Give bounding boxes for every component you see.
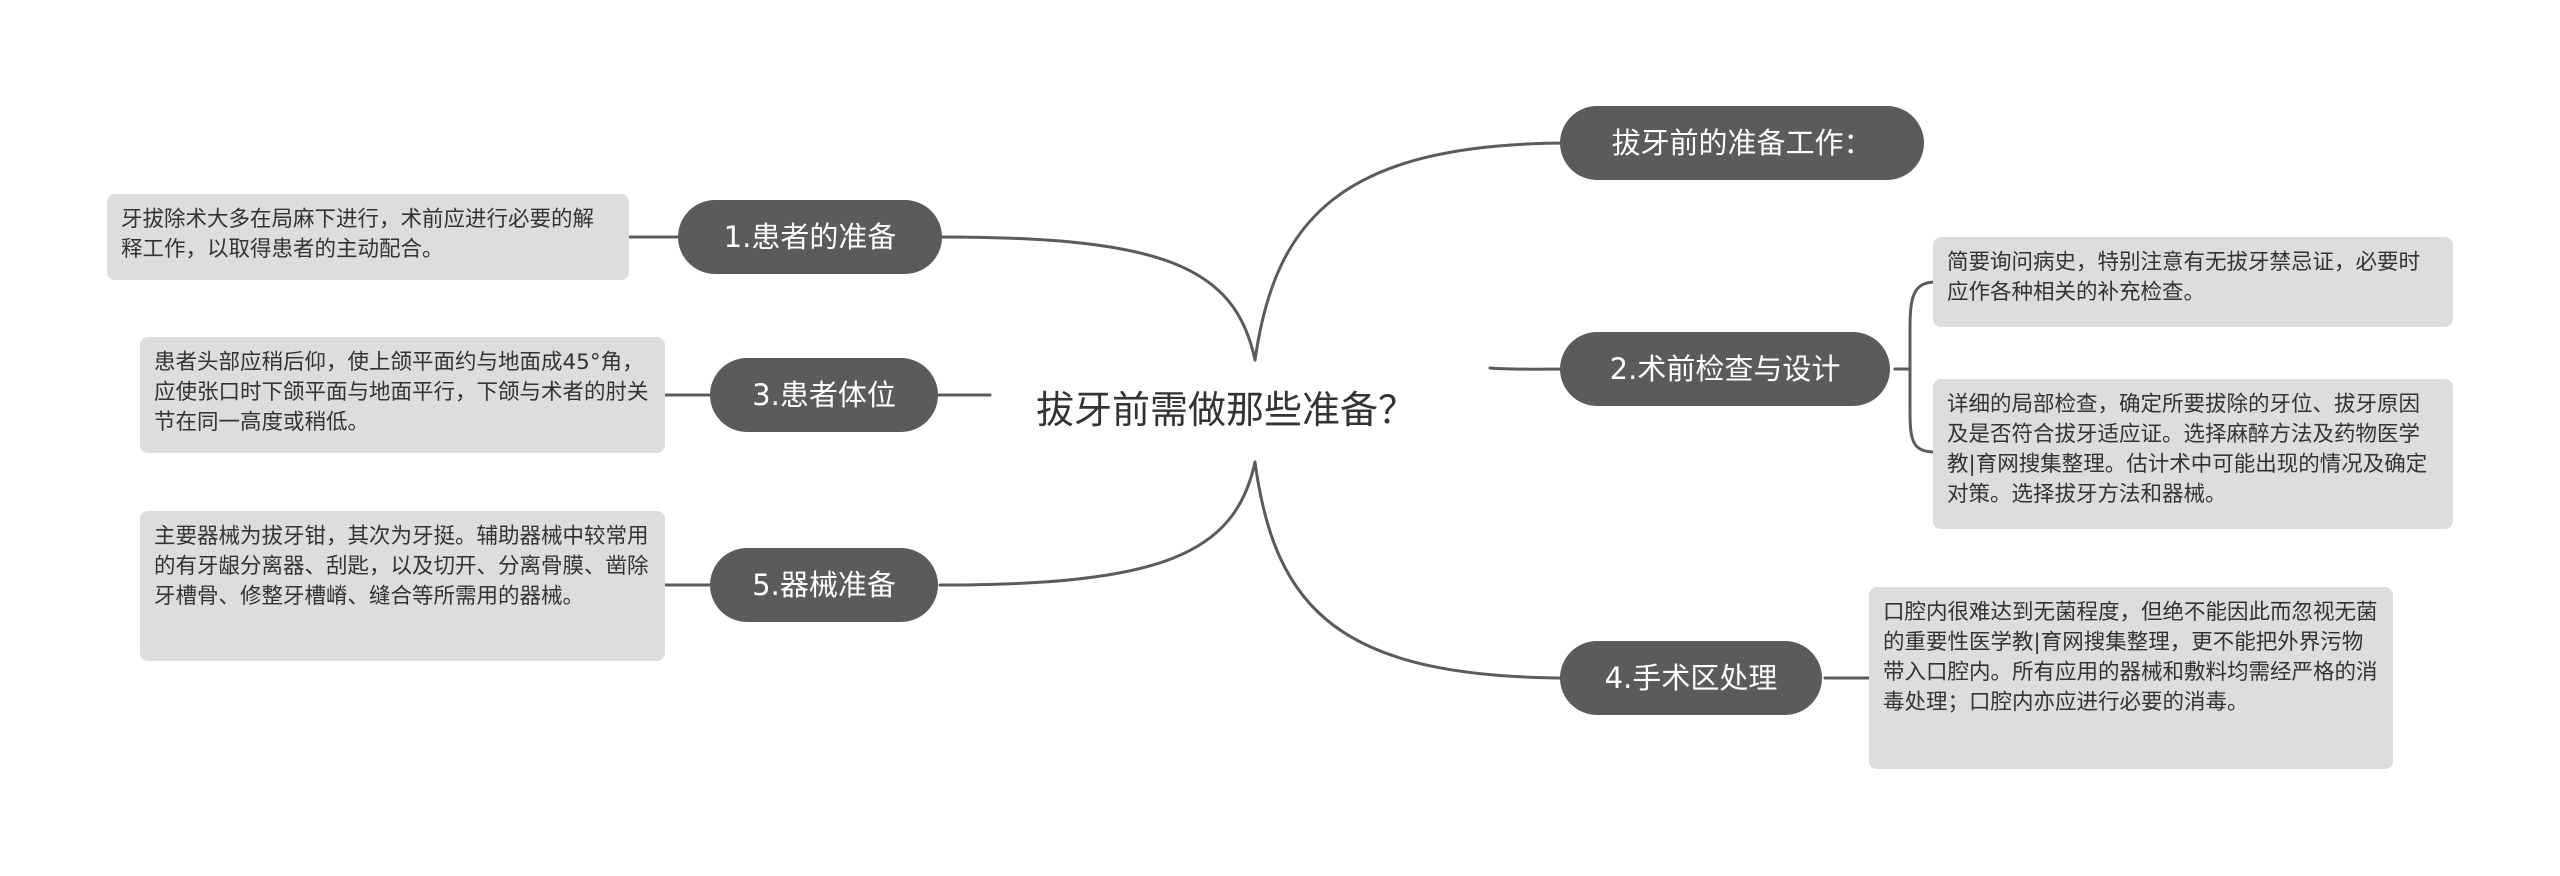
connector-center-to-prep-work	[1253, 141, 1572, 362]
leaf-patient-position-note: 患者头部应稍后仰，使上颌平面约与地面成45°角，应使张口时下颌平面与地面平行，下…	[140, 337, 665, 453]
connector-center-to-patient-prep	[938, 235, 1257, 362]
topic-preop-check[interactable]: 2.术前检查与设计	[1560, 332, 1890, 406]
topic-surgical-area[interactable]: 4.手术区处理	[1560, 641, 1822, 715]
leaf-surgical-area-note: 口腔内很难达到无菌程度，但绝不能因此而忽视无菌的重要性医学教|育网搜集整理，更不…	[1869, 587, 2393, 769]
topic-patient-prep[interactable]: 1.患者的准备	[678, 200, 942, 274]
topic-patient-position[interactable]: 3.患者体位	[710, 358, 938, 432]
central-topic: 拔牙前需做那些准备？	[1036, 388, 1417, 432]
connector-center-to-instrument-prep	[938, 460, 1257, 587]
connector-center-to-preop-check	[1488, 366, 1572, 371]
leaf-preop-check-note-1: 简要询问病史，特别注意有无拔牙禁忌证，必要时应作各种相关的补充检查。	[1933, 237, 2453, 327]
leaf-preop-check-note-2: 详细的局部检查，确定所要拔除的牙位、拔牙原因及是否符合拔牙适应证。选择麻醉方法及…	[1933, 379, 2453, 529]
connector-preop-check-bracket	[1893, 280, 1937, 454]
topic-prep-work[interactable]: 拔牙前的准备工作：	[1560, 106, 1924, 180]
leaf-patient-prep-note: 牙拔除术大多在局麻下进行，术前应进行必要的解释工作，以取得患者的主动配合。	[107, 194, 629, 280]
topic-instrument-prep[interactable]: 5.器械准备	[710, 548, 938, 622]
connector-center-to-surgical-area	[1253, 460, 1572, 680]
leaf-instrument-prep-note: 主要器械为拔牙钳，其次为牙挺。辅助器械中较常用的有牙龈分离器、刮匙，以及切开、分…	[140, 511, 665, 661]
